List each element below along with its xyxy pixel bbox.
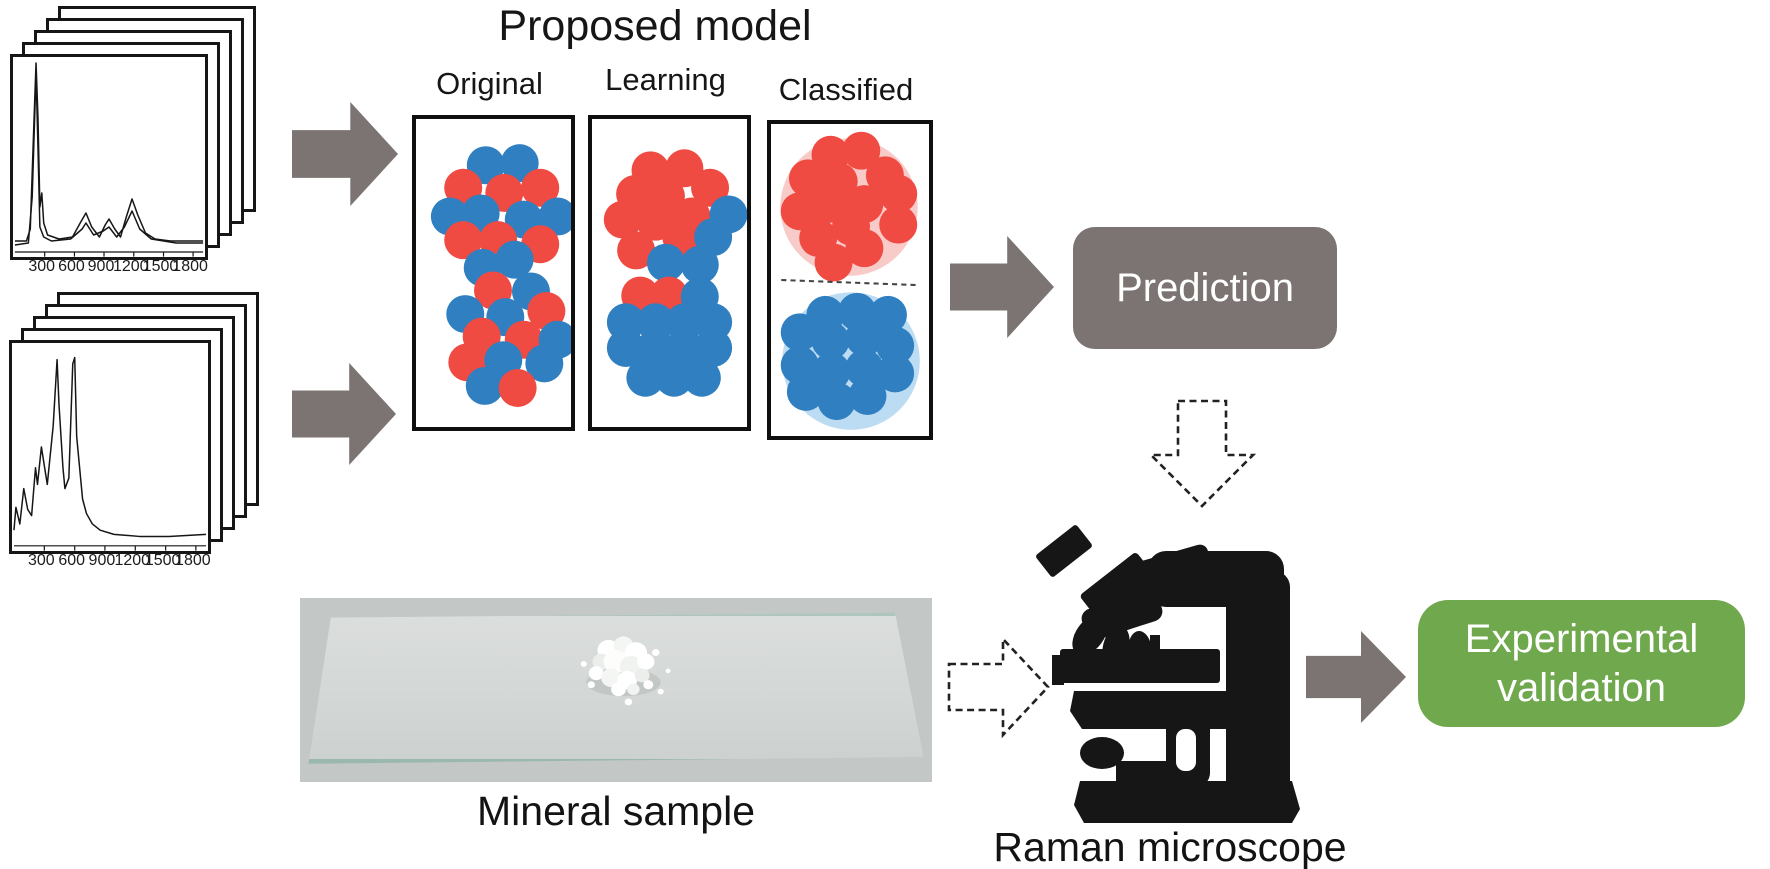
axis-tick-label: 300 — [27, 552, 55, 569]
axis-tick-label: 300 — [28, 258, 56, 275]
experimental-validation-line2: validation — [1496, 665, 1666, 710]
panel-label-classified: Classified — [778, 72, 914, 107]
axis-tick-label: 1800 — [175, 552, 211, 569]
powder-icon — [580, 636, 671, 706]
spectrum-plot-top — [13, 57, 205, 257]
glass-slide — [308, 612, 924, 764]
raman-microscope-label: Raman microscope — [993, 824, 1347, 869]
prediction-box: Prediction — [1073, 227, 1337, 349]
spectrum-page — [9, 340, 211, 554]
spectrum-page — [10, 54, 208, 260]
axis-tick-label: 1500 — [142, 258, 179, 275]
axis-tick-label: 900 — [87, 258, 115, 275]
arrow-right-icon — [292, 363, 396, 465]
arrow-right-icon — [292, 102, 398, 206]
mineral-sample-label: Mineral sample — [477, 788, 755, 834]
axis-tick-label: 1200 — [112, 258, 149, 275]
axis-tick-label: 600 — [58, 552, 86, 569]
experimental-validation-line1: Experimental — [1464, 616, 1699, 661]
slide-edge — [308, 612, 924, 616]
axis-tick-label: 1800 — [172, 258, 208, 275]
experimental-validation-box: Experimental validation — [1418, 600, 1745, 727]
panel-label-original: Original — [436, 66, 543, 101]
proposed-model-title: Proposed model — [498, 2, 812, 50]
mineral-sample-photo — [300, 598, 932, 782]
arrow-right-icon — [1306, 631, 1406, 723]
slide-edge — [308, 759, 924, 764]
dots-canvas-classified — [780, 131, 920, 430]
axis-tick-label: 600 — [58, 258, 85, 275]
panel-original — [412, 115, 575, 431]
dashed-arrow-right-icon — [947, 635, 1050, 739]
microscope-icon — [1036, 525, 1300, 823]
dots-canvas-learning — [603, 149, 747, 397]
prediction-label: Prediction — [1116, 265, 1294, 310]
arrow-right-icon — [950, 236, 1054, 338]
dashed-arrow-down-icon — [1147, 399, 1257, 508]
axis-tick-label: 1200 — [114, 552, 151, 569]
panel-label-learning: Learning — [605, 62, 726, 97]
panel-learning — [588, 115, 751, 431]
panel-classified — [767, 120, 933, 440]
axis-tick-label: 900 — [88, 552, 116, 569]
dots-canvas-original — [430, 144, 571, 407]
spectrum-plot-bottom — [12, 343, 208, 551]
axis-tick-label: 1500 — [144, 552, 181, 569]
